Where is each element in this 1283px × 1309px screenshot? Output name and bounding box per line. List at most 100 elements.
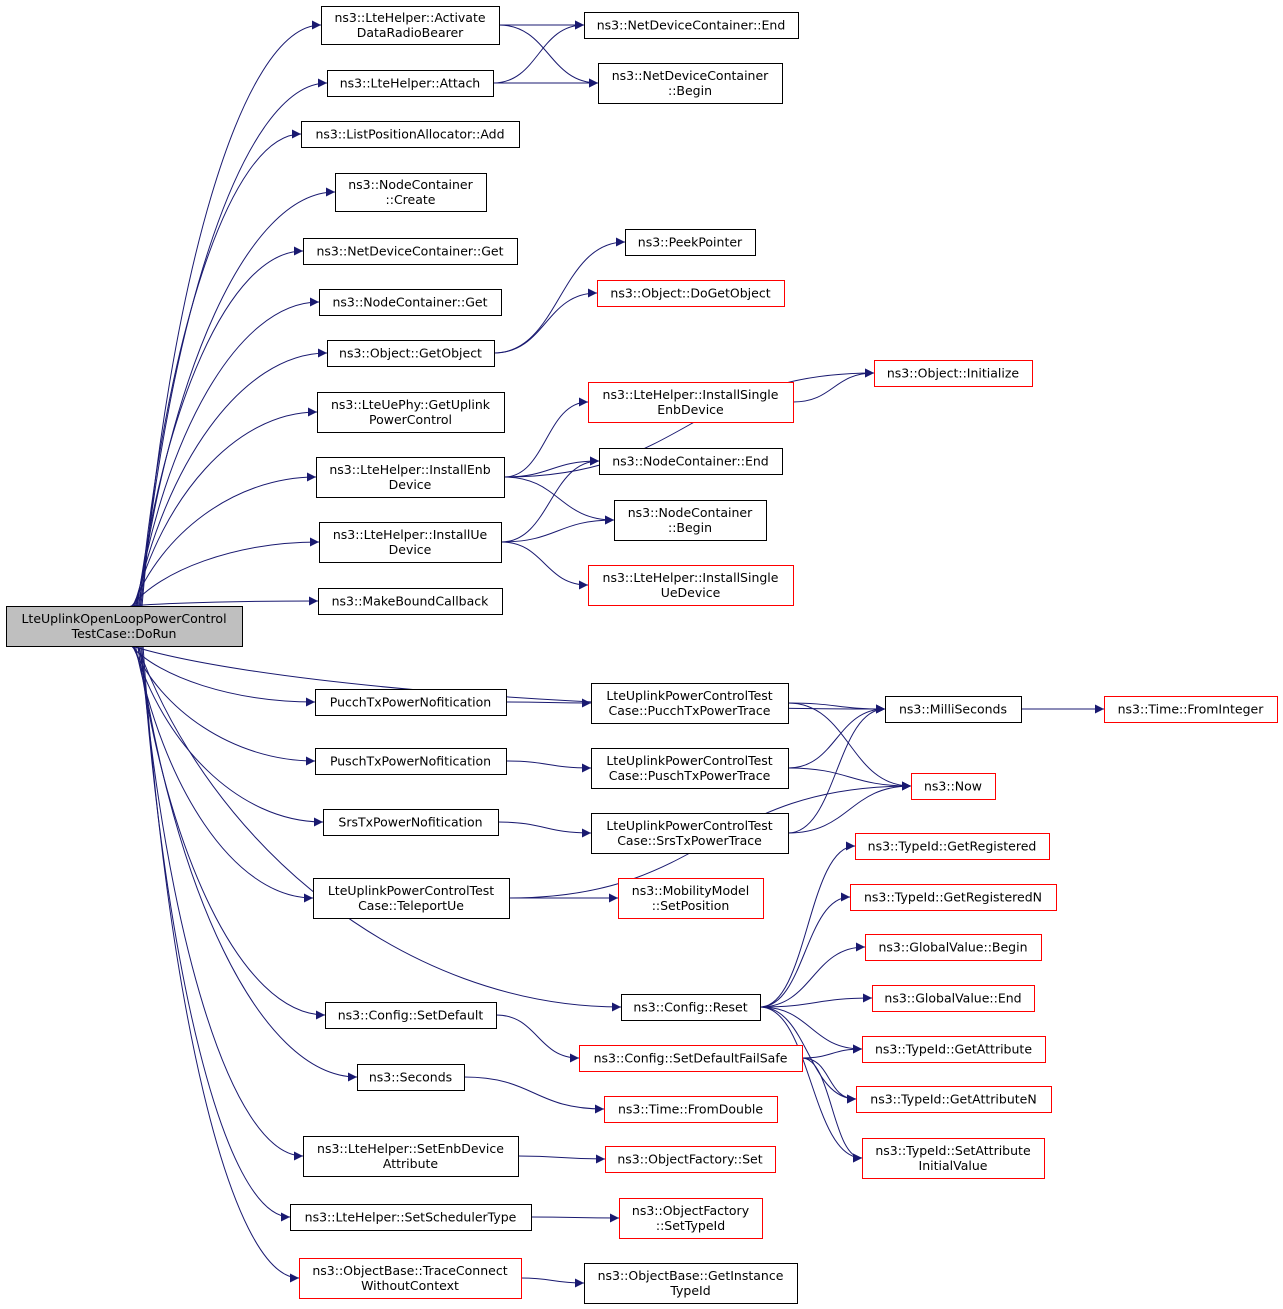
node-box[interactable]	[579, 1045, 803, 1072]
node-milliSeconds[interactable]: ns3::MilliSeconds	[885, 696, 1022, 723]
node-doGetObject[interactable]: ns3::Object::DoGetObject	[597, 280, 785, 307]
node-lpaAdd[interactable]: ns3::ListPositionAllocator::Add	[301, 121, 520, 148]
node-box[interactable]	[1104, 696, 1278, 723]
node-getAttribute[interactable]: ns3::TypeId::GetAttribute	[862, 1036, 1046, 1063]
node-box[interactable]	[599, 448, 783, 475]
node-setPosition[interactable]: ns3::MobilityModel::SetPosition	[618, 878, 764, 919]
node-cfgSetDefaultFS[interactable]: ns3::Config::SetDefaultFailSafe	[579, 1045, 803, 1072]
node-box[interactable]	[850, 884, 1057, 911]
node-box[interactable]	[584, 1263, 798, 1304]
node-timeFromInteger[interactable]: ns3::Time::FromInteger	[1104, 696, 1278, 723]
node-box[interactable]	[597, 280, 785, 307]
node-peekPointer[interactable]: ns3::PeekPointer	[625, 229, 756, 256]
node-getRegisteredN[interactable]: ns3::TypeId::GetRegisteredN	[850, 884, 1057, 911]
node-objGetObject[interactable]: ns3::Object::GetObject	[327, 340, 495, 367]
node-box[interactable]	[290, 1204, 532, 1231]
node-box[interactable]	[315, 689, 507, 716]
node-box[interactable]	[584, 12, 799, 39]
node-box[interactable]	[317, 392, 505, 433]
node-timeFromDouble[interactable]: ns3::Time::FromDouble	[604, 1096, 778, 1123]
node-box[interactable]	[313, 878, 510, 919]
node-srsTrace[interactable]: LteUplinkPowerControlTestCase::SrsTxPowe…	[591, 813, 789, 854]
node-makeBound[interactable]: ns3::MakeBoundCallback	[318, 588, 503, 615]
node-box[interactable]	[588, 382, 794, 423]
node-gvBegin[interactable]: ns3::GlobalValue::Begin	[865, 934, 1042, 961]
node-getRegistered[interactable]: ns3::TypeId::GetRegistered	[855, 833, 1050, 860]
node-box[interactable]	[316, 457, 505, 498]
node-box[interactable]	[619, 1198, 763, 1239]
node-box[interactable]	[327, 340, 495, 367]
node-box[interactable]	[598, 63, 783, 104]
node-box[interactable]	[874, 360, 1033, 387]
node-getAttributeN[interactable]: ns3::TypeId::GetAttributeN	[856, 1086, 1052, 1113]
node-box[interactable]	[614, 500, 767, 541]
node-traceConnect[interactable]: ns3::ObjectBase::TraceConnectWithoutCont…	[299, 1258, 522, 1299]
node-box[interactable]	[591, 813, 789, 854]
node-box[interactable]	[299, 1258, 522, 1299]
node-ncEnd[interactable]: ns3::NodeContainer::End	[599, 448, 783, 475]
node-box[interactable]	[618, 878, 764, 919]
node-box[interactable]	[321, 6, 500, 45]
node-box[interactable]	[301, 121, 520, 148]
node-ofSetTypeId[interactable]: ns3::ObjectFactory::SetTypeId	[619, 1198, 763, 1239]
node-srsNotif[interactable]: SrsTxPowerNofitication	[323, 809, 499, 836]
node-puschNotif[interactable]: PuschTxPowerNofitication	[315, 748, 507, 775]
node-teleport[interactable]: LteUplinkPowerControlTestCase::TeleportU…	[313, 878, 510, 919]
node-box[interactable]	[303, 1136, 519, 1177]
node-box[interactable]	[318, 588, 503, 615]
node-box[interactable]	[872, 985, 1035, 1012]
node-gvEnd[interactable]: ns3::GlobalValue::End	[872, 985, 1035, 1012]
node-box[interactable]	[319, 289, 502, 316]
node-root[interactable]: LteUplinkOpenLoopPowerControlTestCase::D…	[6, 606, 243, 647]
node-box[interactable]	[6, 606, 243, 647]
node-box[interactable]	[335, 173, 487, 212]
node-box[interactable]	[856, 1086, 1052, 1113]
node-objInit[interactable]: ns3::Object::Initialize	[874, 360, 1033, 387]
node-ncBegin[interactable]: ns3::NodeContainer::Begin	[614, 500, 767, 541]
node-box[interactable]	[303, 238, 518, 265]
node-ncCreate[interactable]: ns3::NodeContainer::Create	[335, 173, 487, 212]
node-box[interactable]	[327, 70, 494, 97]
node-box[interactable]	[885, 696, 1022, 723]
node-box[interactable]	[625, 229, 756, 256]
node-box[interactable]	[325, 1002, 497, 1029]
node-cfgReset[interactable]: ns3::Config::Reset	[621, 994, 761, 1021]
node-box[interactable]	[591, 748, 789, 789]
node-pucchTrace[interactable]: LteUplinkPowerControlTestCase::PucchTxPo…	[591, 683, 789, 724]
node-box[interactable]	[591, 683, 789, 724]
node-ncGet[interactable]: ns3::NodeContainer::Get	[319, 289, 502, 316]
node-box[interactable]	[357, 1064, 465, 1091]
node-box[interactable]	[315, 748, 507, 775]
node-box[interactable]	[862, 1036, 1046, 1063]
node-box[interactable]	[323, 809, 499, 836]
node-puschTrace[interactable]: LteUplinkPowerControlTestCase::PuschTxPo…	[591, 748, 789, 789]
node-setSched[interactable]: ns3::LteHelper::SetSchedulerType	[290, 1204, 532, 1231]
node-ndcEnd[interactable]: ns3::NetDeviceContainer::End	[584, 12, 799, 39]
node-box[interactable]	[588, 565, 794, 606]
node-box[interactable]	[862, 1138, 1045, 1179]
node-ndcGet[interactable]: ns3::NetDeviceContainer::Get	[303, 238, 518, 265]
node-attach[interactable]: ns3::LteHelper::Attach	[327, 70, 494, 97]
node-box[interactable]	[865, 934, 1042, 961]
node-cfgSetDefault[interactable]: ns3::Config::SetDefault	[325, 1002, 497, 1029]
node-box[interactable]	[605, 1146, 776, 1173]
node-box[interactable]	[621, 994, 761, 1021]
node-ofSet[interactable]: ns3::ObjectFactory::Set	[605, 1146, 776, 1173]
node-box[interactable]	[319, 522, 502, 563]
node-seconds[interactable]: ns3::Seconds	[357, 1064, 465, 1091]
node-box[interactable]	[911, 773, 996, 800]
node-box[interactable]	[855, 833, 1050, 860]
node-box[interactable]	[604, 1096, 778, 1123]
node-now[interactable]: ns3::Now	[911, 773, 996, 800]
node-ndcBegin[interactable]: ns3::NetDeviceContainer::Begin	[598, 63, 783, 104]
node-pucchNotif[interactable]: PucchTxPowerNofitication	[315, 689, 507, 716]
